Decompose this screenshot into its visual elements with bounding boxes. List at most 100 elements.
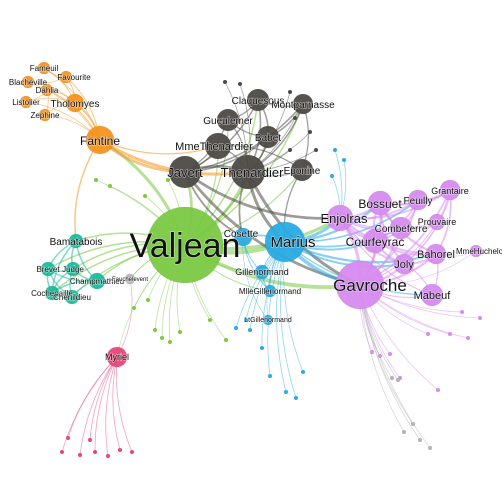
node-label-fantine: Fantine (80, 134, 120, 148)
node-marius[interactable] (264, 221, 306, 263)
leaf-node (460, 310, 464, 314)
node-cochepaille[interactable] (44, 285, 60, 301)
node-label-enjolras: Enjolras (321, 211, 368, 226)
leaf-node (234, 326, 238, 330)
node-mabeuf[interactable] (420, 283, 444, 307)
node-eponine[interactable] (290, 158, 314, 182)
node-dahlia[interactable] (40, 83, 54, 97)
node-label-valjean: Valjean (130, 227, 241, 265)
node-bamatabois[interactable] (68, 233, 84, 249)
node-mllegillenormand[interactable] (263, 284, 277, 298)
node-babet[interactable] (256, 125, 280, 149)
leaf-node (342, 158, 346, 162)
node-feuilly[interactable] (407, 189, 429, 211)
node-fantine[interactable] (85, 125, 115, 155)
leaf-node (390, 376, 394, 380)
node-bahorel[interactable] (425, 243, 447, 265)
leaf-node (106, 454, 110, 458)
leaf-node (293, 116, 297, 120)
leaf-node (93, 450, 97, 454)
leaf-node (308, 130, 312, 134)
node-claquesous[interactable] (246, 88, 270, 112)
node-combeferre[interactable] (389, 216, 413, 240)
leaf-node (418, 438, 422, 442)
node-label-babet: Babet (255, 133, 281, 144)
leaf-node (428, 446, 432, 450)
node-label-javert: Javert (167, 165, 203, 180)
leaf-node (143, 194, 147, 198)
node-ltgillenormand[interactable] (262, 314, 274, 326)
node-listolier[interactable] (19, 95, 33, 109)
node-montparnasse[interactable] (292, 93, 314, 115)
node-zephine[interactable] (38, 108, 52, 122)
node-label-montparnasse: Montparnasse (271, 100, 335, 111)
node-champmathieu[interactable] (88, 272, 106, 290)
node-myriel[interactable] (106, 346, 128, 368)
leaf-node (88, 438, 92, 442)
edge-cosette-ltgillenormand (242, 236, 269, 321)
node-tholomyes[interactable] (65, 93, 85, 113)
node-gavroche[interactable] (335, 260, 385, 310)
node-brevet[interactable] (40, 261, 56, 277)
node-judge[interactable] (65, 261, 81, 277)
node-enjolras[interactable] (326, 204, 354, 232)
node-label-fauchelevent: Fauchelevent (112, 277, 148, 283)
leaf-node (301, 370, 305, 374)
leaf-node (94, 178, 98, 182)
edge-enjolras-mabeuf (339, 217, 433, 296)
node-label-bossuet: Bossuet (358, 197, 402, 211)
node-chenildieu[interactable] (64, 289, 80, 305)
node-thenardier[interactable] (230, 154, 266, 190)
node-fauchelevent[interactable] (124, 273, 136, 285)
leaf-node (294, 396, 298, 400)
leaf-node (223, 80, 227, 84)
leaf-node (238, 82, 242, 86)
node-label-tholomyes: Tholomyes (51, 99, 100, 110)
node-label-joly: Joly (394, 259, 414, 271)
node-label-thenardier: Thenardier (221, 165, 285, 180)
node-label-marius: Marius (270, 234, 315, 251)
node-grantaire[interactable] (439, 179, 461, 201)
node-label-gavroche: Gavroche (333, 276, 407, 295)
node-label-mmethenardier: MmeThenardier (175, 141, 253, 153)
node-label-chenildieu: Chenildieu (53, 293, 91, 302)
node-label-brevet: Brevet (36, 265, 60, 274)
node-favourite[interactable] (59, 70, 73, 84)
leaf-edge (115, 356, 133, 453)
node-label-ltgillenormand: LtGillenormand (244, 317, 292, 324)
node-label-listolier: Listolier (12, 98, 40, 107)
node-fameuil[interactable] (37, 61, 51, 75)
edge-layer (25, 67, 477, 358)
leaf-node (66, 436, 70, 440)
node-prouvaire[interactable] (428, 213, 446, 231)
leaf-node (224, 338, 228, 342)
node-javert[interactable] (168, 155, 202, 189)
node-label-zephine: Zephine (31, 111, 60, 120)
node-gillenormand[interactable] (254, 264, 270, 280)
node-cosette[interactable] (233, 227, 253, 247)
node-blacheville[interactable] (21, 75, 35, 89)
leaf-node (178, 330, 182, 334)
edge-fantine-bamatabois (74, 139, 101, 242)
node-label-combeferre: Combeferre (375, 224, 428, 235)
node-label-gillenormand: Gillenormand (235, 267, 289, 277)
node-courfeyrac[interactable] (362, 228, 388, 254)
node-label-mabeuf: Mabeuf (414, 290, 452, 302)
leaf-node (314, 148, 318, 152)
node-mmehucheloup[interactable] (469, 244, 483, 258)
leaf-node (426, 332, 430, 336)
leaf-node (396, 378, 400, 382)
node-mmethenardier[interactable] (204, 132, 232, 160)
node-label-dahlia: Dahlia (36, 86, 59, 95)
leaf-node (466, 336, 470, 340)
leaf-node (60, 450, 64, 454)
node-gueulemer[interactable] (216, 108, 240, 132)
leaf-node (146, 298, 150, 302)
node-label-mllegillenormand: MlleGillenormand (239, 287, 301, 296)
node-label-bahorel: Bahorel (417, 249, 455, 261)
node-bossuet[interactable] (367, 190, 393, 216)
node-valjean[interactable] (146, 206, 224, 284)
node-joly[interactable] (393, 253, 415, 275)
node-label-champmathieu: Champmathieu (70, 277, 124, 286)
